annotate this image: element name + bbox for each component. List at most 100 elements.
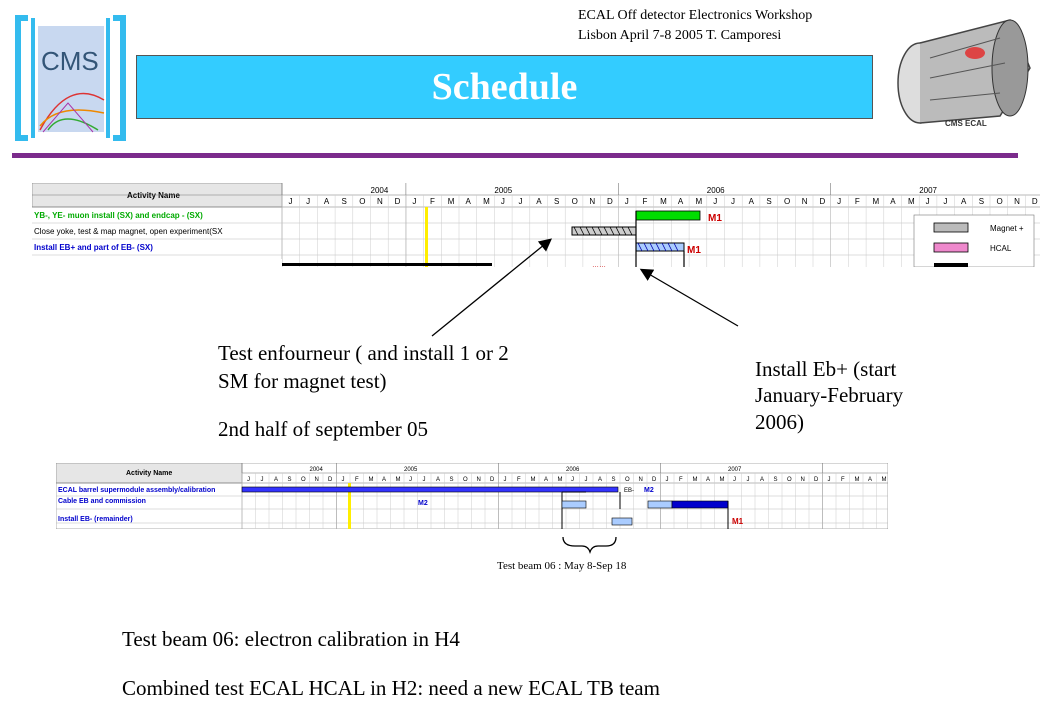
gantt2-today-line — [348, 483, 351, 529]
month-label: O — [625, 477, 630, 483]
gantt2-bar-install — [611, 517, 633, 526]
month-label: M — [908, 197, 915, 206]
gantt1-legend-0: Magnet + — [990, 224, 1024, 233]
month-label: M — [368, 477, 373, 483]
month-label: S — [773, 477, 777, 483]
month-label: A — [436, 477, 440, 483]
month-label: S — [449, 477, 453, 483]
gantt2-bar-label-2: M2 — [418, 500, 428, 507]
month-label: J — [341, 477, 344, 483]
month-label: J — [713, 197, 717, 206]
month-label: S — [554, 197, 559, 206]
year-label: 2006 — [707, 186, 725, 195]
month-label: J — [288, 197, 292, 206]
gantt1-today-line — [425, 207, 428, 267]
install-line2: January-February — [755, 383, 904, 408]
month-label: A — [868, 477, 872, 483]
month-label: J — [422, 477, 425, 483]
year-label: 2004 — [310, 467, 324, 473]
month-label: A — [760, 477, 764, 483]
footer-line2: Combined test ECAL HCAL in H2: need a ne… — [122, 676, 660, 700]
month-label: F — [430, 197, 435, 206]
month-label: J — [584, 477, 587, 483]
gantt-chart-top: Activity Name YB-, YE- muon install (SX)… — [32, 183, 1040, 267]
install-line3: 2006) — [755, 409, 804, 434]
month-label: A — [890, 197, 896, 206]
month-label: A — [706, 477, 710, 483]
month-label: D — [395, 197, 401, 206]
gantt1-milestone-0: M1 — [708, 213, 722, 224]
month-label: J — [260, 477, 263, 483]
month-label: J — [746, 477, 749, 483]
month-label: N — [802, 197, 808, 206]
gantt1-header-label: Activity Name — [127, 191, 180, 200]
gantt2-bar-cable — [671, 500, 729, 509]
month-label: D — [1032, 197, 1038, 206]
month-label: J — [409, 477, 412, 483]
month-label: M — [719, 477, 724, 483]
gantt1-row-0: YB-, YE- muon install (SX) and endcap - … — [34, 211, 203, 220]
month-label: J — [412, 197, 416, 206]
gantt2-row-0: ECAL barrel supermodule assembly/calibra… — [58, 487, 215, 494]
year-label: 2004 — [371, 186, 389, 195]
month-label: D — [819, 197, 825, 206]
month-label: M — [530, 477, 535, 483]
month-label: S — [979, 197, 984, 206]
enfourneur-line1: Test enfourneur ( and install 1 or 2 — [218, 341, 509, 365]
cms-logo: CMS — [8, 8, 133, 143]
install-note: Install Eb+ (start January-February 2006… — [755, 356, 903, 435]
workshop-title: ECAL Off detector Electronics Workshop — [578, 8, 813, 23]
month-label: N — [800, 477, 804, 483]
month-label: F — [642, 197, 647, 206]
month-label: A — [382, 477, 386, 483]
month-label: M — [881, 477, 886, 483]
month-label: S — [342, 197, 347, 206]
month-label: A — [749, 197, 755, 206]
month-label: O — [784, 197, 790, 206]
month-label: M — [483, 197, 490, 206]
month-label: N — [638, 477, 642, 483]
page-title: Schedule — [431, 66, 578, 108]
month-label: O — [572, 197, 578, 206]
month-label: F — [355, 477, 359, 483]
month-label: A — [544, 477, 548, 483]
month-label: J — [926, 197, 930, 206]
install-line1: Install Eb+ (start — [755, 357, 897, 381]
month-label: A — [678, 197, 684, 206]
workshop-location: Lisbon April 7-8 2005 T. Camporesi — [578, 28, 782, 43]
gantt2-bar-label-1: M2 — [644, 487, 654, 494]
month-label: A — [961, 197, 967, 206]
month-label: J — [519, 197, 523, 206]
gantt2-row-2: Install EB- (remainder) — [58, 516, 133, 523]
month-label: J — [571, 477, 574, 483]
year-label: 2007 — [919, 186, 937, 195]
month-label: J — [943, 197, 947, 206]
month-label: J — [733, 477, 736, 483]
month-label: J — [306, 197, 310, 206]
month-label: M — [557, 477, 562, 483]
month-label: J — [665, 477, 668, 483]
month-label: A — [465, 197, 471, 206]
month-label: N — [314, 477, 318, 483]
gantt2-bar-label-3: M1 — [732, 517, 744, 526]
month-label: O — [359, 197, 365, 206]
footer-line1: Test beam 06: electron calibration in H4 — [122, 627, 460, 651]
month-label: S — [287, 477, 291, 483]
year-label: 2005 — [494, 186, 512, 195]
svg-text:……: …… — [592, 262, 606, 267]
month-label: O — [463, 477, 468, 483]
arrow-install-ebplus — [639, 268, 739, 327]
month-label: M — [696, 197, 703, 206]
month-label: D — [328, 477, 333, 483]
gantt1-row-1: Close yoke, test & map magnet, open expe… — [34, 227, 223, 236]
month-label: O — [787, 477, 792, 483]
month-label: J — [837, 197, 841, 206]
month-label: M — [854, 477, 859, 483]
month-label: F — [679, 477, 683, 483]
gantt2-row-1: Cable EB and commission — [58, 498, 146, 505]
month-label: N — [1014, 197, 1020, 206]
gantt2-bar-assembly — [241, 486, 619, 493]
